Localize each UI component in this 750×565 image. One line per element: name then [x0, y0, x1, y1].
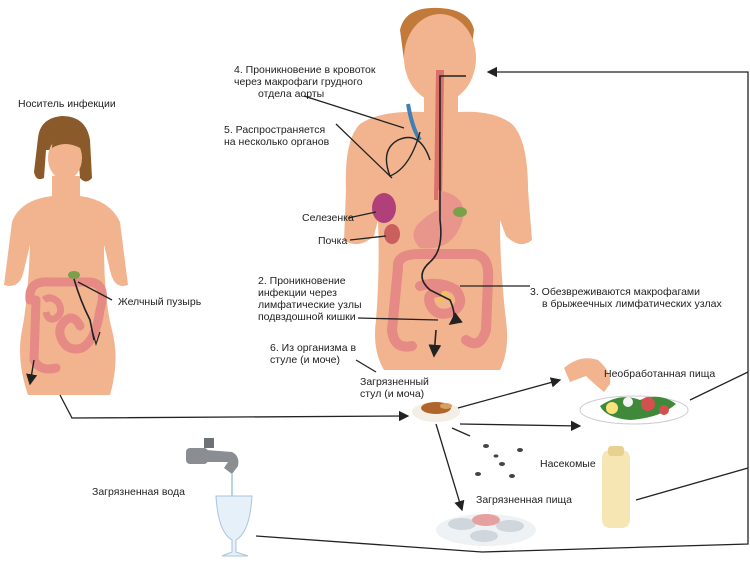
male-face — [404, 14, 476, 102]
label-step6-line2: стуле (и моче) — [270, 354, 340, 366]
label-step3: 3. Обезвреживаются макрофагами в брыжееч… — [530, 286, 722, 310]
label-step5: 5. Распространяется на несколько органов — [224, 124, 329, 148]
label-step2-line3: лимфатические узлы — [258, 299, 362, 311]
label-step2: 2. Проникновение инфекции через лимфатич… — [258, 275, 362, 323]
label-step6: 6. Из организма в стуле (и моче) — [270, 342, 356, 366]
label-infection-carrier: Носитель инфекции — [18, 98, 116, 110]
male-kidney — [384, 224, 400, 244]
male-spleen — [372, 193, 396, 223]
label-spleen: Селезенка — [302, 212, 354, 224]
transmission-lines — [59, 66, 749, 553]
male-figure — [344, 7, 532, 370]
water-glass — [215, 495, 253, 557]
hand — [564, 358, 611, 392]
label-stool-line1: Загрязненный — [360, 376, 429, 388]
contaminated-food-plate — [436, 514, 536, 546]
label-contaminated-water: Загрязненная вода — [92, 486, 185, 498]
label-step4: 4. Проникновение в кровоток через макроф… — [234, 64, 375, 100]
faucet — [186, 438, 239, 500]
milk-bottle — [602, 446, 630, 528]
label-step4-line3: отдела аорты — [258, 88, 325, 100]
label-step6-line1: 6. Из организма в — [270, 342, 357, 354]
label-step2-line2: инфекции через — [258, 287, 337, 299]
contaminated-stool-dish — [412, 402, 460, 422]
female-carrier-figure — [4, 116, 128, 395]
label-stool-line2: стул (и моча) — [360, 388, 425, 400]
label-kidney: Почка — [318, 235, 348, 247]
label-step4-line2: через макрофаги грудного — [234, 76, 363, 88]
label-step5-line1: 5. Распространяется — [224, 124, 326, 136]
label-contaminated-stool: Загрязненный стул (и моча) — [360, 376, 429, 400]
label-step2-line1: 2. Проникновение — [258, 275, 346, 287]
female-face — [48, 136, 82, 180]
male-stomach — [413, 190, 464, 249]
label-step3-line2: в брыжеечных лимфатических узлах — [542, 298, 722, 310]
label-gallbladder: Желчный пузырь — [118, 296, 202, 308]
label-raw-food: Необработанная пища — [604, 368, 716, 380]
label-insects: Насекомые — [540, 458, 596, 470]
label-step2-line4: подвздошной кишки — [258, 311, 356, 323]
label-step4-line1: 4. Проникновение в кровоток — [234, 64, 376, 76]
male-intestines — [386, 249, 494, 352]
label-step3-line1: 3. Обезвреживаются макрофагами — [530, 286, 701, 298]
label-step5-line2: на несколько органов — [224, 136, 330, 148]
label-contaminated-food: Загрязненная пища — [476, 494, 572, 506]
raw-food-plate — [579, 395, 689, 425]
female-gallbladder — [68, 271, 80, 279]
insects-flies — [475, 444, 523, 478]
